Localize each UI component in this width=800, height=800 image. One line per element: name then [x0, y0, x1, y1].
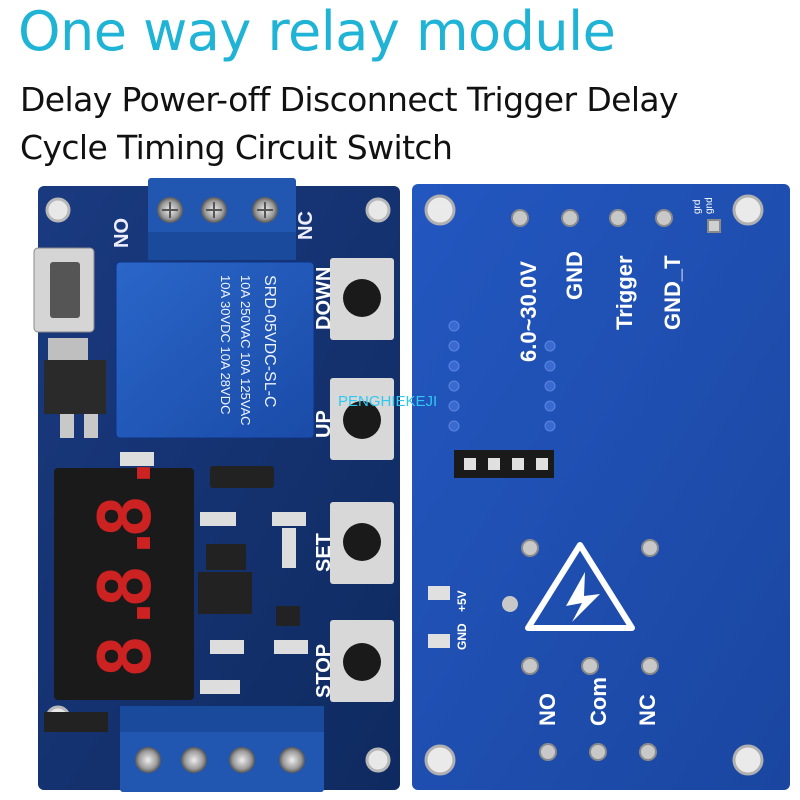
back-mounting-holes [424, 194, 764, 776]
pin-label-gnd: GND [562, 251, 587, 300]
pin-label-gnd-t: GND_T [660, 255, 685, 330]
voltage-regulator [44, 338, 106, 438]
relay-label-nc: NC [635, 694, 660, 726]
pin-header [454, 450, 554, 478]
bottom-terminal-block [120, 706, 324, 792]
high-voltage-warning-icon [525, 542, 635, 631]
power-label-5v: +5V [455, 590, 469, 612]
small-label-gnd: gnd [704, 197, 715, 214]
seven-segment-display: 8. 8. 8. [54, 451, 194, 700]
label-no-front: NO [111, 218, 133, 248]
page-title: One way relay module [18, 0, 616, 63]
top-pin-pads [511, 209, 721, 233]
label-nc-front: NC [295, 211, 317, 240]
relay: SRD-05VDC-SL-C 10A 250VAC 10A 125VAC 10A… [115, 261, 315, 439]
power-label-gnd: GND [455, 623, 469, 650]
smd-components [44, 452, 308, 732]
relay-label-com: Com [586, 677, 611, 726]
subtitle-line-2: Cycle Timing Circuit Switch [20, 128, 453, 167]
subtitle-line-1: Delay Power-off Disconnect Trigger Delay [20, 80, 679, 119]
display-digit-2: 8. [83, 521, 167, 608]
top-terminal-block [148, 178, 296, 260]
tactile-buttons [330, 258, 394, 702]
relay-label-no: NO [535, 693, 560, 726]
watermark: PENGHIEKEJI [338, 393, 437, 410]
button-label-up: UP [313, 410, 335, 438]
button-label-down: DOWN [313, 267, 335, 330]
relay-rating-1: 10A 250VAC 10A 125VAC [238, 275, 253, 426]
back-board: 6.0~30.0V GND Trigger GND_T grd gnd [412, 184, 790, 790]
relay-model: SRD-05VDC-SL-C [261, 275, 278, 407]
small-label-grd: grd [692, 200, 703, 214]
relay-rating-2: 10A 30VDC 10A 28VDC [218, 275, 233, 414]
power-pads [428, 586, 450, 648]
pin-label-voltage: 6.0~30.0V [516, 261, 541, 362]
micro-usb-port [33, 247, 95, 333]
relay-pads [521, 539, 659, 761]
front-board: NO NC SRD-05VDC-SL-C 10A 250VAC 10A 125V… [33, 178, 400, 792]
chip-pads [448, 320, 556, 432]
button-label-stop: STOP [313, 644, 335, 698]
display-digit-1: 8. [83, 591, 167, 678]
button-label-set: SET [313, 533, 335, 572]
pin-label-trigger: Trigger [612, 255, 637, 330]
